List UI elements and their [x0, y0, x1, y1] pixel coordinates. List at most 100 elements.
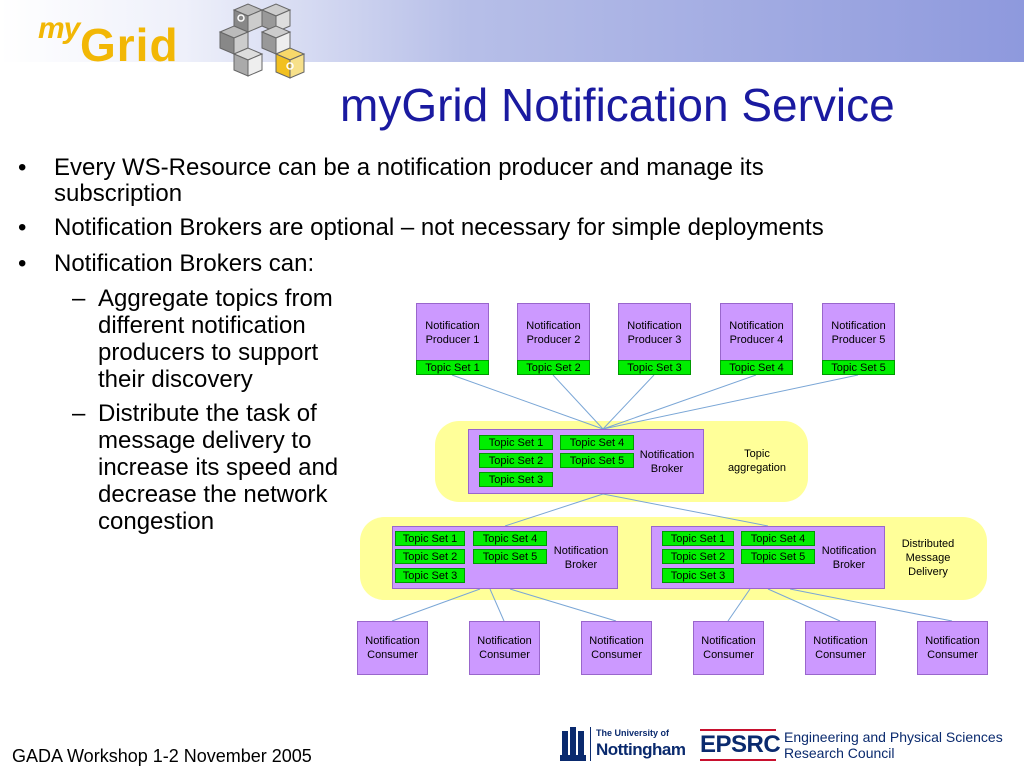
subbullet-2: – Distribute the task of message deliver… [72, 400, 339, 535]
nottingham-logo: The University of Nottingham [560, 725, 690, 765]
dash-icon: – [72, 400, 86, 427]
uni-small-text: The University of [596, 728, 670, 738]
bullet-dot-icon: • [18, 154, 27, 181]
consumer-label: Consumer [367, 649, 418, 661]
consumer-label: Notification [589, 635, 644, 647]
subbullet-2-line: message delivery to [98, 427, 312, 454]
broker-topic: Topic Set 1 [662, 531, 734, 546]
topic-aggregation-line: aggregation [727, 462, 787, 474]
bullet-3: • Notification Brokers can: [18, 251, 314, 277]
producer-topic-5: Topic Set 5 [822, 360, 895, 375]
broker-label: Broker [650, 463, 684, 475]
consumer-label: Notification [813, 635, 868, 647]
cube-logo-icon [218, 3, 306, 79]
topic-aggregation-line: Topic [744, 448, 770, 460]
broker-topic: Topic Set 3 [479, 472, 553, 487]
producer-topic-1: Topic Set 1 [416, 360, 489, 375]
producer-topic-2: Topic Set 2 [517, 360, 590, 375]
logo-my: my [38, 12, 80, 45]
broker-topic: Topic Set 3 [662, 568, 734, 583]
consumer-box-2: Notification Consumer [469, 621, 540, 675]
consumer-label: Consumer [927, 649, 978, 661]
bullet-1-line2: subscription [54, 180, 183, 207]
consumer-box-4: Notification Consumer [693, 621, 764, 675]
epsrc-bar-top [700, 729, 776, 731]
logo-grid: Grid [80, 19, 179, 71]
subbullet-1-line: different notification [98, 312, 306, 339]
bullet-dot-icon: • [18, 214, 27, 241]
connector-line [602, 374, 859, 430]
epsrc-wordmark: EPSRC [700, 731, 781, 758]
bullet-2: • Notification Brokers are optional – no… [18, 214, 824, 241]
uni-big-text: Nottingham [596, 740, 686, 759]
connector-line [602, 493, 769, 527]
subbullet-2-line: decrease the network [98, 481, 328, 508]
consumer-box-6: Notification Consumer [917, 621, 988, 675]
consumer-label: Consumer [479, 649, 530, 661]
producer-label: Notification [526, 320, 581, 332]
bullet-dot-icon: • [18, 250, 27, 277]
connector-line [509, 588, 617, 622]
consumer-label: Consumer [703, 649, 754, 661]
subbullet-1-line: Aggregate topics from [98, 285, 333, 312]
broker-topic: Topic Set 2 [479, 453, 553, 468]
broker-topic: Topic Set 5 [741, 549, 815, 564]
subbullet-1-line: their discovery [98, 366, 253, 393]
broker-topic: Topic Set 4 [741, 531, 815, 546]
connector-line [391, 588, 481, 622]
producer-label: Notification [627, 320, 682, 332]
producer-label: Producer 3 [627, 334, 682, 346]
broker-label: Broker [832, 559, 866, 571]
footer-workshop: GADA Workshop 1-2 November 2005 [12, 746, 312, 766]
broker-topic: Topic Set 5 [473, 549, 547, 564]
consumer-label: Notification [365, 635, 420, 647]
broker-topic: Topic Set 4 [560, 435, 634, 450]
producer-label: Producer 5 [831, 334, 886, 346]
producer-label: Producer 4 [729, 334, 784, 346]
consumer-box-1: Notification Consumer [357, 621, 428, 675]
bullet-1: • Every WS-Resource can be a notificatio… [18, 154, 764, 207]
consumer-box-3: Notification Consumer [581, 621, 652, 675]
subbullet-2-line: congestion [98, 508, 215, 535]
connector-line [504, 493, 604, 527]
producer-label: Producer 1 [425, 334, 480, 346]
connector-line [602, 374, 655, 430]
broker-label: Broker [564, 559, 598, 571]
bullet-2-line1: Notification Brokers are optional – not … [54, 214, 824, 241]
subbullet-2-line: Distribute the task of [98, 400, 317, 427]
bullet-1-line1: Every WS-Resource can be a notification … [54, 154, 764, 181]
broker-topic: Topic Set 4 [473, 531, 547, 546]
producer-topic-4: Topic Set 4 [720, 360, 793, 375]
distributed-line: Delivery [908, 566, 948, 578]
producer-label: Notification [729, 320, 784, 332]
consumer-label: Notification [701, 635, 756, 647]
broker-topic: Topic Set 5 [560, 453, 634, 468]
consumer-label: Consumer [591, 649, 642, 661]
connector-line [489, 588, 505, 622]
connector-line [451, 374, 604, 430]
producer-label: Notification [425, 320, 480, 332]
distributed-line: Distributed [901, 538, 955, 550]
subbullet-2-line: increase its speed and [98, 454, 339, 481]
epsrc-logo: EPSRC Engineering and Physical Sciences … [700, 729, 1016, 763]
broker-topic: Topic Set 1 [479, 435, 553, 450]
council-line-1: Engineering and Physical Sciences [784, 729, 1003, 745]
broker-topic: Topic Set 2 [662, 549, 734, 564]
connector-line [767, 588, 841, 622]
broker-label: Notification [639, 449, 695, 461]
council-line-2: Research Council [784, 745, 895, 761]
connector-line [789, 588, 953, 622]
dash-icon: – [72, 285, 86, 312]
broker-topic: Topic Set 3 [395, 568, 465, 583]
subbullet-1-line: producers to support [98, 339, 319, 366]
broker-label: Notification [553, 545, 609, 557]
epsrc-bar-bottom [700, 759, 776, 761]
broker-topic: Topic Set 2 [395, 549, 465, 564]
consumer-label: Notification [477, 635, 532, 647]
subbullet-1: – Aggregate topics from different notifi… [72, 285, 333, 393]
distributed-line: Message [905, 552, 951, 564]
consumer-box-5: Notification Consumer [805, 621, 876, 675]
broker-label: Notification [821, 545, 877, 557]
producer-label: Producer 2 [526, 334, 581, 346]
topic-aggregation-label: Topic aggregation [715, 447, 799, 475]
